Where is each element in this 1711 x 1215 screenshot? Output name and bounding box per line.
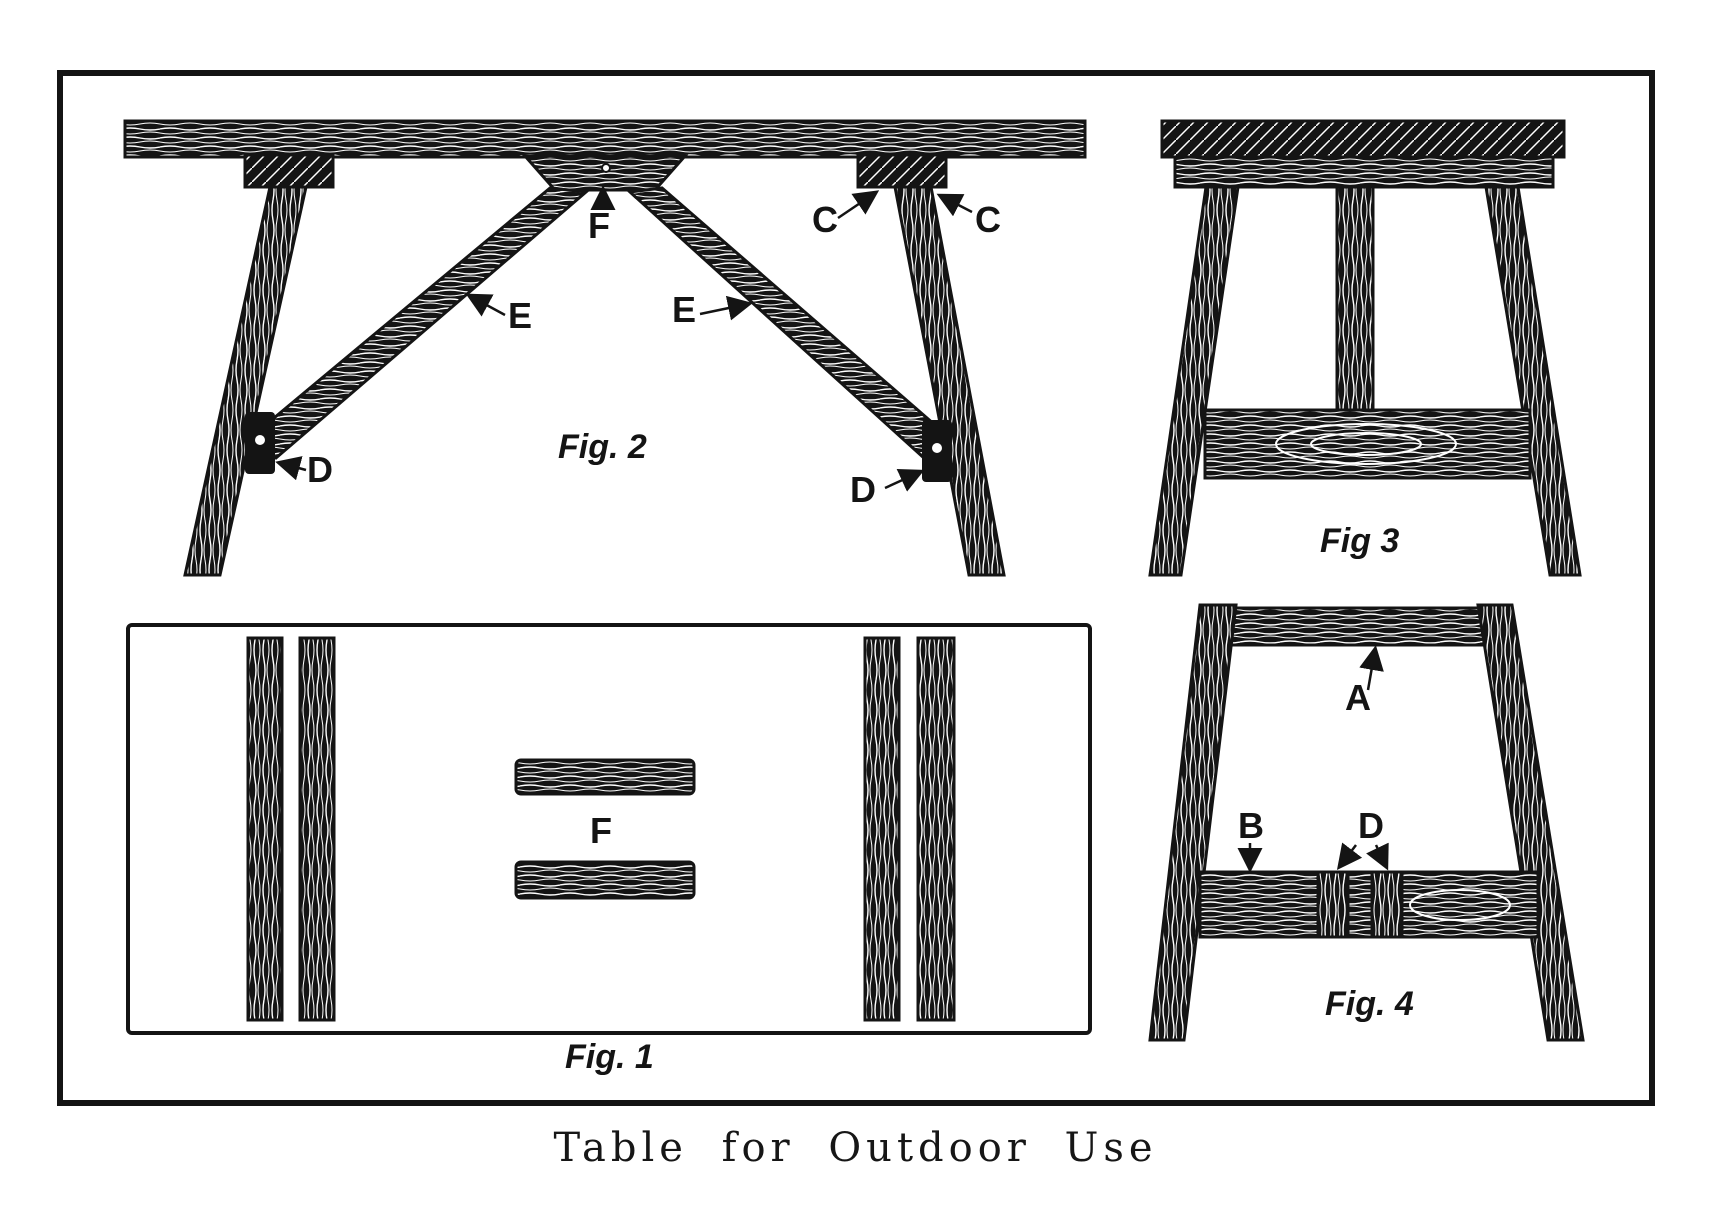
fig4-letter-d: D xyxy=(1358,805,1384,846)
fig3-stretcher xyxy=(1203,408,1532,480)
fig2-letter-c-right: C xyxy=(975,199,1001,240)
fig4-mortise-left xyxy=(1316,870,1350,939)
fig2-letter-d-right: D xyxy=(850,469,876,510)
fig1-cleat-4 xyxy=(916,636,956,1022)
fig4-leg-right xyxy=(1476,603,1585,1042)
fig2-label: Fig. 2 xyxy=(558,428,647,466)
fig1-block-upper xyxy=(514,758,696,796)
fig1-letter-f: F xyxy=(590,810,612,851)
fig2-letter-e-left: E xyxy=(508,295,532,336)
fig2-side-view: F C C E E D D Fig. 2 xyxy=(123,119,1087,577)
fig2-letter-f: F xyxy=(588,205,610,246)
fig3-end-view: Fig 3 xyxy=(1148,119,1582,577)
fig1-top-outline xyxy=(126,623,1092,1035)
fig4-letter-b: B xyxy=(1238,805,1264,846)
fig3-leg-right xyxy=(1484,185,1582,577)
fig3-apron xyxy=(1173,155,1555,189)
fig3-leg-left xyxy=(1148,185,1240,577)
fig1-cleat-3 xyxy=(863,636,901,1022)
fig1-plan-view: F Fig. 1 xyxy=(126,623,1092,1076)
caption: Table for Outdoor Use xyxy=(553,1125,1158,1171)
fig1-block-lower xyxy=(514,860,696,900)
outer-frame xyxy=(57,70,1655,1106)
fig4-mortise-right xyxy=(1370,870,1404,939)
fig2-cleat-left xyxy=(243,153,335,189)
fig2-table-top xyxy=(123,119,1087,159)
fig2-cleat-right xyxy=(856,153,948,189)
fig4-frame-view: A B D Fig. 4 xyxy=(1148,603,1585,1042)
fig3-center-post xyxy=(1335,185,1375,414)
fig4-stretcher xyxy=(1198,870,1540,939)
fig2-letter-e-right: E xyxy=(672,289,696,330)
fig3-label: Fig 3 xyxy=(1320,522,1399,560)
fig2-letter-d-left: D xyxy=(307,449,333,490)
fig2-letter-c-left: C xyxy=(812,199,838,240)
fig2-leg-left xyxy=(183,185,308,577)
fig4-leg-left xyxy=(1148,603,1238,1042)
fig3-table-top xyxy=(1160,119,1566,159)
fig2-center-block xyxy=(521,154,689,192)
fig2-brace-left xyxy=(247,186,590,460)
fig1-cleat-1 xyxy=(246,636,284,1022)
fig2-leg-right xyxy=(893,185,1006,577)
fig1-cleat-2 xyxy=(298,636,336,1022)
fig1-label: Fig. 1 xyxy=(565,1038,654,1076)
fig4-top-rail xyxy=(1213,606,1507,647)
fig4-label: Fig. 4 xyxy=(1325,985,1414,1023)
fig4-letter-a: A xyxy=(1345,677,1371,718)
